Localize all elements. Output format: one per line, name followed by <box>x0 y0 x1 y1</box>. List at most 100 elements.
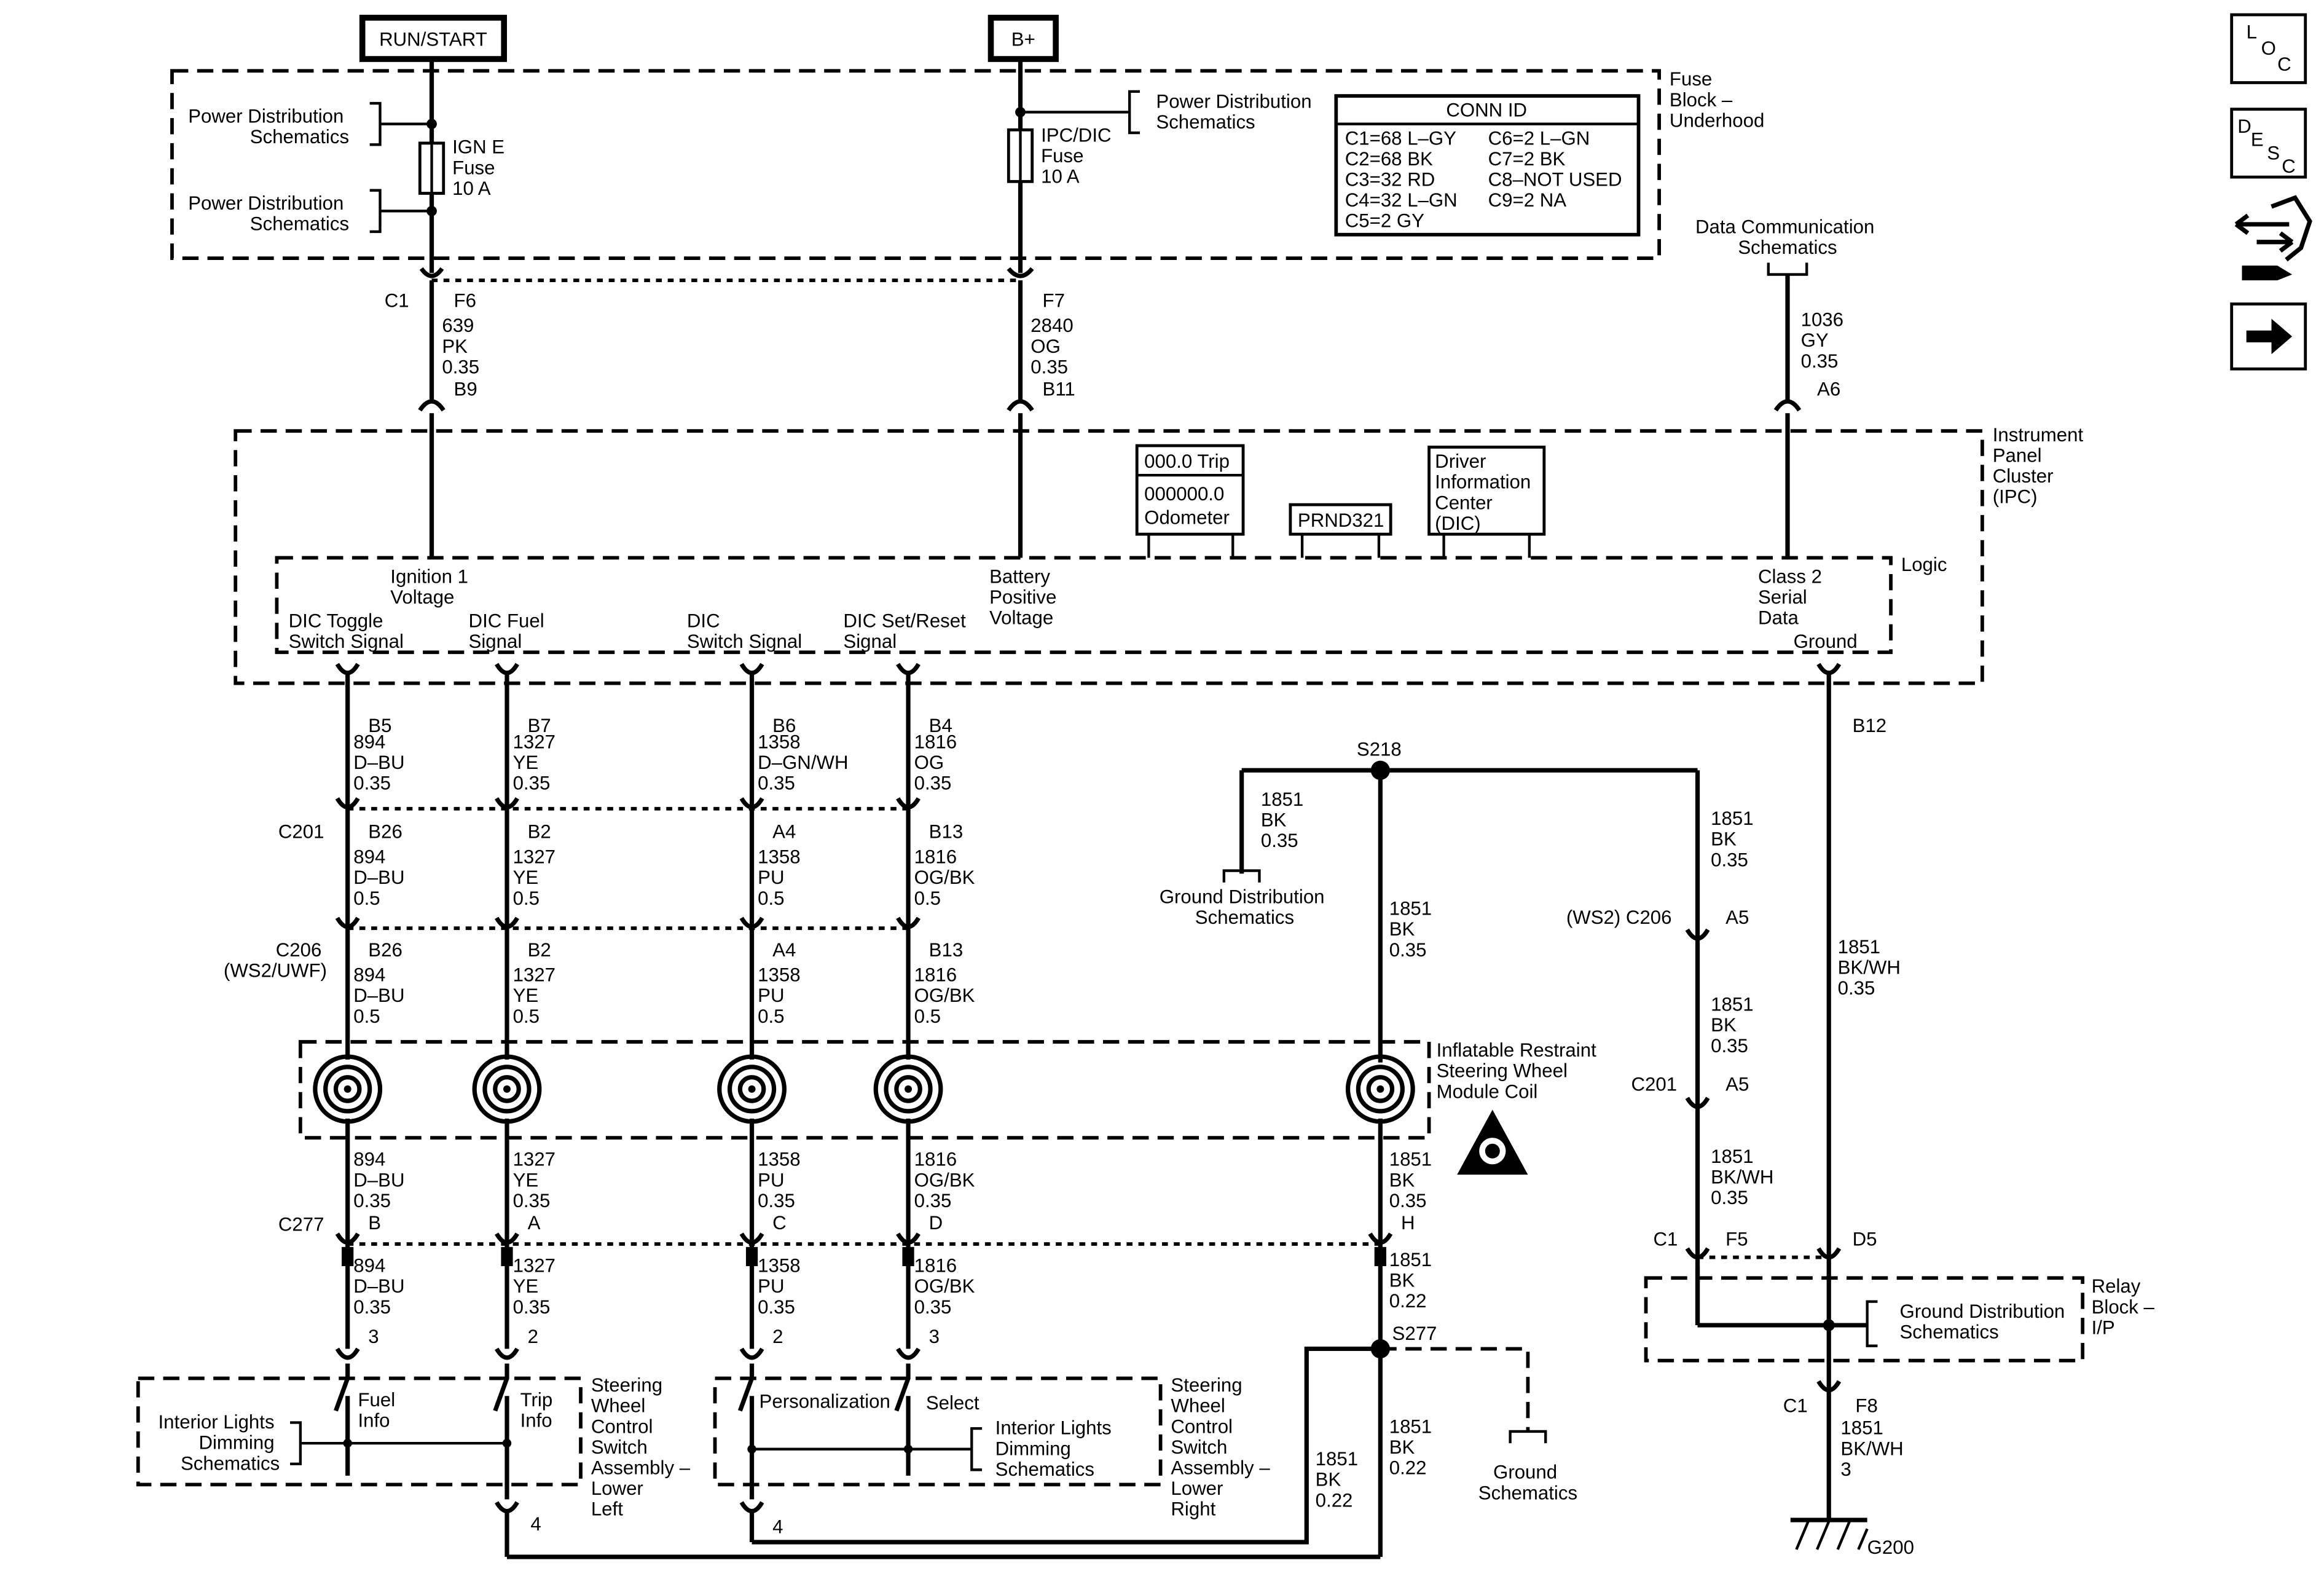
power-dist-ref-1[interactable]: Power Distribution Schematics <box>188 101 437 148</box>
svg-text:B9: B9 <box>454 378 477 400</box>
run-start-source: RUN/START <box>359 15 507 62</box>
airbag-warning-icon <box>1457 1109 1528 1175</box>
wire-1816-c277-pin: D <box>929 1212 943 1234</box>
power-dist-ref-3[interactable]: Power Distribution Schematics <box>1015 90 1317 135</box>
c206-label: C206 (WS2/UWF) <box>224 939 327 982</box>
description-icon[interactable]: D E S C <box>2230 108 2307 179</box>
wire-1816-pin-mid: B13 <box>929 821 964 843</box>
dic-display: Driver Information Center (DIC) <box>1427 446 1546 558</box>
select-label: Select <box>926 1392 979 1414</box>
svg-text:B12: B12 <box>1853 715 1887 736</box>
next-page-arrow-icon[interactable] <box>2230 302 2307 371</box>
power-dist-label-3: Power Distribution Schematics <box>1156 90 1317 133</box>
svg-text:A5: A5 <box>1725 907 1749 928</box>
ground-dist-label: Ground Distribution Schematics <box>1160 886 1330 928</box>
svg-text:C: C <box>2277 53 2291 75</box>
wire-1816-connector <box>896 1347 921 1360</box>
ipc-title: Instrument Panel Cluster (IPC) <box>1993 424 2089 508</box>
wire-1358-c277-pin: C <box>772 1212 787 1234</box>
wire-1327-pin-low: B2 <box>528 939 551 961</box>
ipc-dic-fuse-label: IPC/DIC Fuse 10 A <box>1041 124 1117 187</box>
conn-id-table: CONN ID C1=68 L–GY C2=68 BK C3=32 RD C4=… <box>1334 94 1641 237</box>
svg-text:1851 BK 0.35: 1851 BK 0.35 <box>1261 789 1309 851</box>
svg-text:B11: B11 <box>1043 378 1075 400</box>
steering-switch-lower-right: Steering Wheel Control Switch Assembly –… <box>713 1363 1275 1542</box>
wire-894-pin-low: B26 <box>368 939 402 961</box>
svg-text:S277: S277 <box>1392 1323 1437 1344</box>
steering-wheel-coil: Inflatable Restraint Steering Wheel Modu… <box>298 1039 1602 1140</box>
coil-spiral-icon <box>313 1054 383 1124</box>
wire-894-pin-top: B5 <box>368 715 391 736</box>
ground-schematics-label: Ground Schematics <box>1478 1462 1577 1504</box>
svg-text:1851 BK 0.22: 1851 BK 0.22 <box>1389 1249 1437 1312</box>
connector-tool-icon[interactable] <box>2234 195 2312 281</box>
wire-894-connector <box>335 1232 360 1245</box>
wire-1358-pin-low: A4 <box>772 939 796 961</box>
wire-894-connector <box>335 797 360 809</box>
switch-right-title: Steering Wheel Control Switch Assembly –… <box>1171 1374 1275 1520</box>
svg-text:1851 BK 0.22: 1851 BK 0.22 <box>1316 1448 1364 1511</box>
relay-block-ip: Relay Block – I/P Ground Distribution Sc… <box>1644 1266 2160 1480</box>
power-dist-label-1: Power Distribution Schematics <box>188 105 349 148</box>
data-comm-label: Data Communication Schematics <box>1695 216 1880 258</box>
ground-label: Ground <box>1794 631 1858 652</box>
ground-g200-icon: G200 <box>1790 1518 1914 1558</box>
prndl-display: PRND321 <box>1289 503 1392 558</box>
relay-gnd-dist-label: Ground Distribution Schematics <box>1899 1301 2070 1343</box>
ipc-ground-circuit: B12 1851 BK/WH 0.35 C1 F5 D5 <box>1654 663 1901 1520</box>
svg-text:F6: F6 <box>454 289 476 311</box>
svg-text:1851 BK 0.22: 1851 BK 0.22 <box>1389 1416 1437 1478</box>
b-plus-label: B+ <box>1011 28 1035 50</box>
power-dist-ref-2[interactable]: Power Distribution Schematics <box>188 189 437 235</box>
wire-1327-switch-pin: 2 <box>528 1326 538 1347</box>
location-icon[interactable]: L O C <box>2230 13 2307 84</box>
wire-1036-label: 1036 GY 0.35 <box>1801 309 1849 372</box>
relay-block-title: Relay Block – I/P <box>2092 1275 2160 1338</box>
wire-639-label: 639 PK 0.35 <box>442 315 479 377</box>
wire-894-connector <box>335 663 360 675</box>
trip-info-label: Trip Info <box>520 1389 558 1431</box>
wire-1816-switch-pin: 3 <box>929 1326 940 1347</box>
coil-title: Inflatable Restraint Steering Wheel Modu… <box>1437 1039 1602 1102</box>
svg-text:(WS2) C206: (WS2) C206 <box>1566 907 1672 928</box>
svg-text:1851 BK 0.35: 1851 BK 0.35 <box>1389 898 1437 961</box>
wire-1816-pin-low: B13 <box>929 939 964 961</box>
svg-text:D: D <box>2237 116 2251 137</box>
dimming-right-label: Interior Lights Dimming Schematics <box>995 1417 1117 1480</box>
wire-2840-label: 2840 OG 0.35 <box>1030 315 1078 377</box>
svg-text:F7: F7 <box>1043 289 1065 311</box>
wire-1358-connector <box>739 663 764 675</box>
svg-text:1851 BK 0.35: 1851 BK 0.35 <box>1711 808 1759 870</box>
svg-text:1851 BK 0.35: 1851 BK 0.35 <box>1389 1149 1437 1211</box>
ignition-voltage-label: Ignition 1 Voltage <box>390 565 473 608</box>
svg-text:1851 BK 0.35: 1851 BK 0.35 <box>1711 994 1759 1057</box>
power-dist-label-2: Power Distribution Schematics <box>188 192 349 235</box>
wire-1327-connector <box>495 663 519 675</box>
wire-1816-connector <box>896 663 921 675</box>
wire-894-switch-pin: 3 <box>368 1326 379 1347</box>
coil-spiral-icon <box>717 1054 787 1124</box>
coil-spiral-icon <box>873 1054 943 1124</box>
ipc-dic-fuse: IPC/DIC Fuse 10 A <box>1007 124 1117 187</box>
connector-c1-top: C1 <box>385 267 1034 311</box>
dic-switch-label: DIC Switch Signal <box>687 610 802 652</box>
data-comm-ref[interactable]: Data Communication Schematics <box>1695 216 1880 402</box>
svg-text:C1: C1 <box>1783 1395 1808 1417</box>
conn-id-title: CONN ID <box>1446 100 1527 121</box>
svg-text:F8: F8 <box>1855 1395 1877 1417</box>
conn-id-right: C6=2 L–GN C7=2 BK C8–NOT USED C9=2 NA <box>1488 127 1628 211</box>
